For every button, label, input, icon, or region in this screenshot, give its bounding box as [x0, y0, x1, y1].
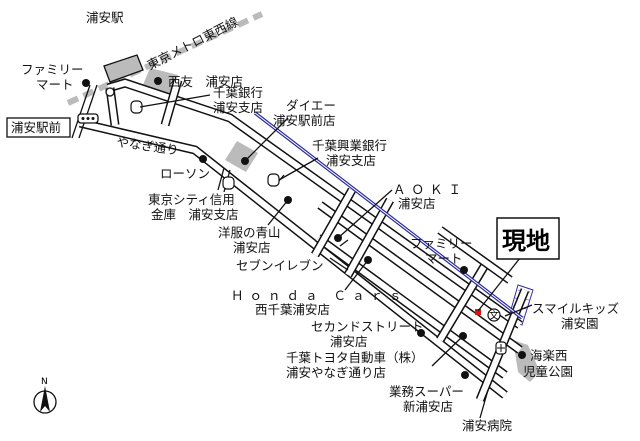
landmark-4-name: 千葉興業銀行 [312, 138, 387, 153]
landmark-16-name: 海楽西 [530, 348, 568, 363]
tozai-line [66, 11, 264, 106]
landmark-3-name2: 浦安駅前店 [273, 113, 336, 128]
north-label: N [41, 377, 48, 387]
landmark-9-name: セブンイレブン [236, 258, 324, 273]
station-building [103, 54, 144, 83]
landmark-2-name: 千葉銀行 [213, 85, 263, 100]
bus-stop-label: 浦安駅前 [11, 120, 61, 135]
landmark-14-name: 業務スーパー [389, 384, 464, 399]
landmark-2-name2: 浦安支店 [213, 100, 263, 115]
landmark-14-name2: 新浦安店 [403, 399, 453, 414]
landmark-11-name2: 西千葉浦安店 [255, 302, 330, 317]
school-icon-glyph: 文 [489, 309, 499, 322]
current-location-box [496, 217, 560, 260]
leader-lines [139, 94, 533, 419]
landmark-17-name: 浦安病院 [462, 418, 513, 433]
landmark-11-name: Ｈｏｎｄａ Ｃａｒｓ [231, 288, 407, 303]
landmark-10-name2: マート [425, 251, 463, 266]
current-location-label: 現地 [502, 227, 550, 255]
road-ends [71, 84, 349, 271]
landmark-13-name2: 浦安やなぎ通り店 [286, 365, 386, 380]
bus-stop-label-box[interactable] [6, 117, 71, 138]
landmark-7-name: 洋服の青山 [218, 225, 281, 240]
landmark-6-name: 東京シティ信用 [148, 192, 235, 207]
landmark-7-name2: 浦安店 [233, 240, 271, 255]
landmark-15-name2: 浦安園 [561, 316, 599, 331]
landmark-6-name2: 金庫 浦安支店 [151, 207, 239, 222]
landmark-0-name: ファミリー [21, 62, 84, 77]
landmark-3-name: ダイエー [286, 98, 336, 113]
landmark-4-name2: 浦安支店 [326, 153, 376, 168]
current-location-marker[interactable] [475, 309, 481, 315]
station-label: 浦安駅 [86, 10, 124, 25]
landmark-5-name: ローソン [160, 166, 210, 181]
bank-icon [130, 100, 280, 190]
landmark-8-name2: 浦安店 [398, 196, 436, 211]
landmark-12-name2: 浦安店 [330, 334, 368, 349]
landmark-10-name: ファミリー [410, 236, 473, 251]
landmark-8-name: ＡＯＫＩ [393, 182, 467, 197]
landmark-0-name2: マート [36, 77, 74, 92]
daiei-area [225, 141, 258, 172]
north-arrow-icon [33, 386, 57, 414]
school-icon [487, 308, 501, 322]
roundabout-icon [105, 87, 115, 97]
park-area [513, 340, 540, 382]
railway-line-inner [254, 112, 523, 319]
landmark-1-name: 西友 浦安店 [168, 74, 243, 89]
landmark-13-name: 千葉トヨタ自動車（株） [286, 350, 424, 365]
landmark-12-name: セカンドストリート [311, 319, 424, 334]
street-label: やなぎ通り [116, 134, 180, 158]
railway-label: 東京メトロ東西線 [145, 14, 241, 73]
landmark-15-name: スマイルキッズ [532, 301, 619, 316]
landmark-16-name2: 児童公園 [523, 364, 573, 379]
